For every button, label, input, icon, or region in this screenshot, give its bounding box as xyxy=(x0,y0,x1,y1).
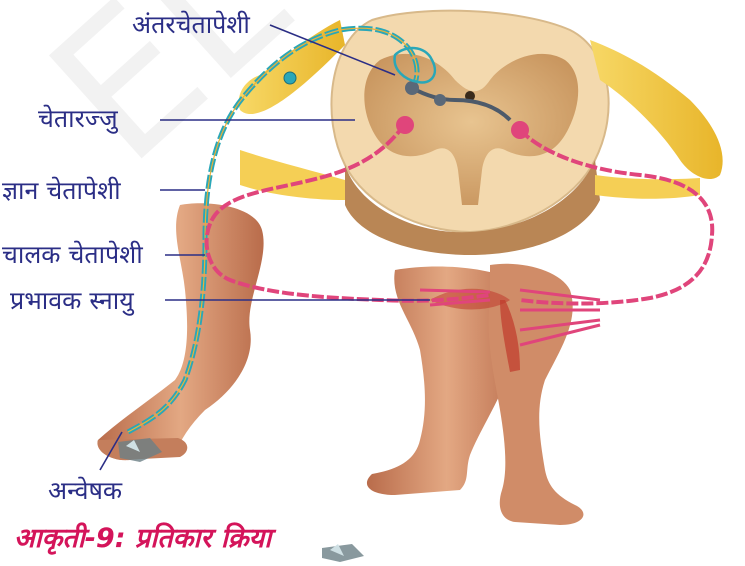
label-receptor: अन्वेषक xyxy=(48,478,122,503)
right-legs xyxy=(367,264,583,525)
figure-caption: आकृती-9: प्रतिकार क्रिया xyxy=(14,518,271,555)
label-sensory-neuron: ज्ञान चेतापेशी xyxy=(2,178,121,203)
label-interneuron: अंतरचेतापेशी xyxy=(132,12,250,37)
label-spinal-cord: चेतारज्जु xyxy=(38,106,118,131)
sensory-ganglion-cell xyxy=(284,72,296,84)
spinal-cord-cross-section xyxy=(331,11,608,255)
caption-glass-icon xyxy=(322,544,364,562)
label-effector-muscle: प्रभावक स्नायु xyxy=(10,288,134,313)
label-motor-neuron: चालक चेतापेशी xyxy=(2,242,143,267)
